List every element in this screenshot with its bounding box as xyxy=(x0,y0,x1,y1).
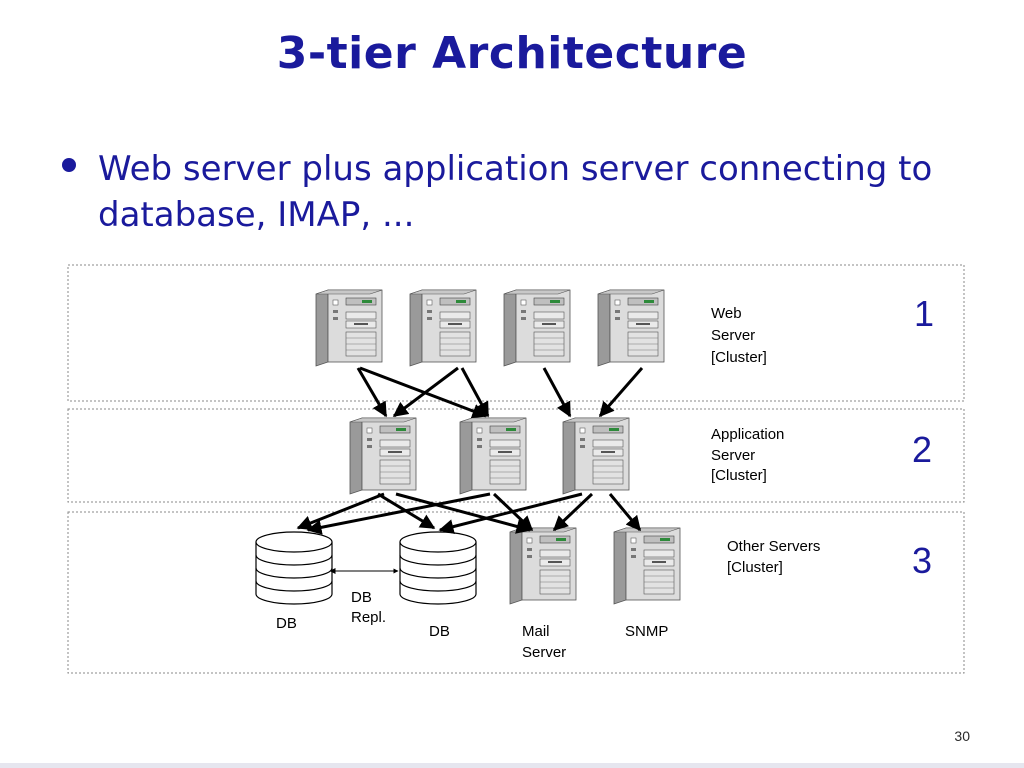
tier-2-label-line1: Application xyxy=(711,426,784,443)
tier-1-label-line2: Server xyxy=(711,327,755,344)
arrow xyxy=(552,492,594,532)
arrow xyxy=(392,366,459,418)
tier-1-label-line3: [Cluster] xyxy=(711,349,767,366)
arrow xyxy=(608,493,642,532)
arrow xyxy=(356,367,388,418)
tier-1-label-line1: Web xyxy=(711,305,742,322)
tier2-to-tier3-arrows xyxy=(296,492,642,535)
snmp-server-icon xyxy=(613,527,681,605)
db-repl-label-line1: DB xyxy=(351,589,372,606)
arrow xyxy=(438,492,583,534)
web-server-icon xyxy=(503,289,571,367)
web-server-icon xyxy=(409,289,477,367)
tier-2-number: 2 xyxy=(912,429,932,470)
tier-1-number: 1 xyxy=(914,293,934,334)
web-server-icon xyxy=(315,289,383,367)
app-server-icon xyxy=(459,417,527,495)
slide-bottom-bar xyxy=(0,763,1024,768)
app-server-icon xyxy=(562,417,630,495)
tier-2-label-line3: [Cluster] xyxy=(711,467,767,484)
tier-3-label-line2: [Cluster] xyxy=(727,559,783,576)
web-server-icon xyxy=(597,289,665,367)
bullet-text: Web server plus application server conne… xyxy=(98,149,933,235)
database-icon xyxy=(255,531,333,605)
db-left-label: DB xyxy=(276,615,297,632)
mail-server-label-line1: Mail xyxy=(522,623,550,640)
mail-server-label-line2: Server xyxy=(522,644,566,661)
snmp-label: SNMP xyxy=(625,623,668,640)
arrow xyxy=(395,492,532,534)
arrow xyxy=(359,366,488,419)
app-server-icon xyxy=(349,417,417,495)
tier-2-box xyxy=(67,408,965,503)
db-repl-label-line2: Repl. xyxy=(351,609,386,626)
database-icon xyxy=(399,531,477,605)
tier-1-box xyxy=(67,264,965,402)
db-right-label: DB xyxy=(429,623,450,640)
page-number: 30 xyxy=(954,728,970,744)
arrow xyxy=(598,367,644,418)
arrow xyxy=(306,492,491,535)
arrow xyxy=(542,367,572,418)
bullet-dot-icon xyxy=(62,158,76,172)
arrow xyxy=(460,367,490,418)
slide-title: 3-tier Architecture xyxy=(276,28,748,79)
tier1-to-tier2-arrows xyxy=(356,366,644,419)
mail-server-icon xyxy=(509,527,577,605)
tier-3-number: 3 xyxy=(912,540,932,581)
tier-2-label-line2: Server xyxy=(711,447,755,464)
tier-3-label-line1: Other Servers xyxy=(727,538,820,555)
